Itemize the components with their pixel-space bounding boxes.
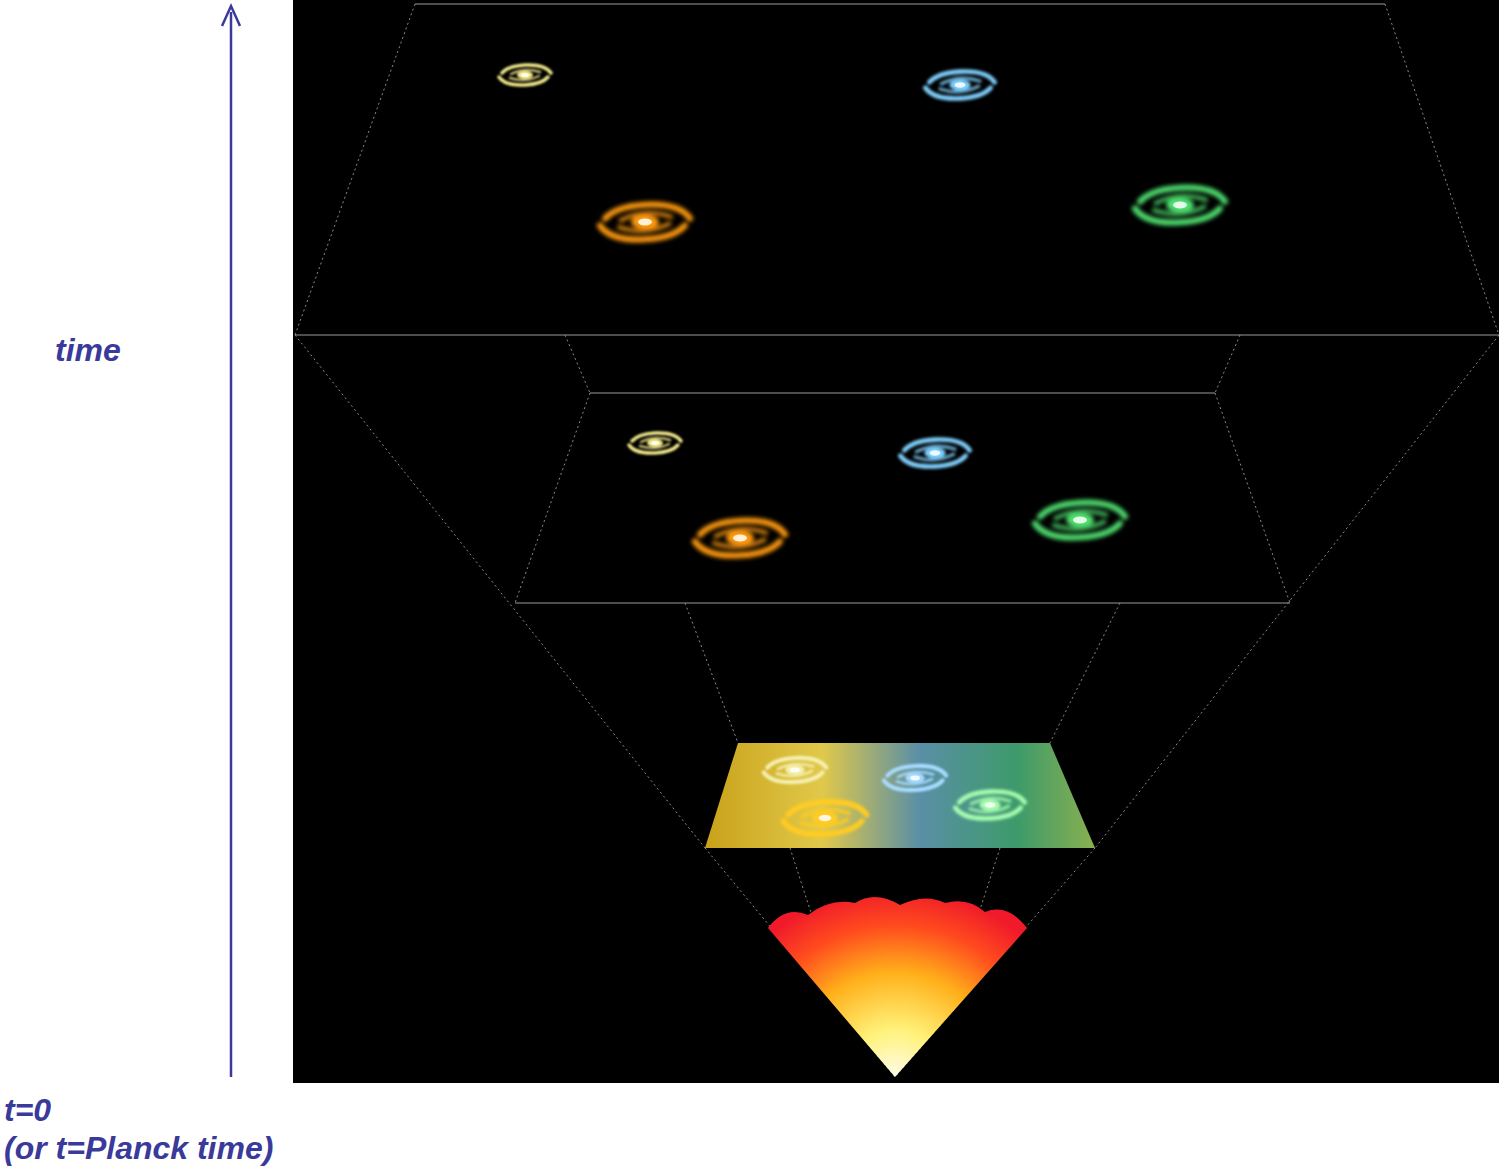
origin-label: (or t=Planck time): [4, 1131, 273, 1166]
origin-label: t=0: [4, 1093, 51, 1128]
axis-label: time: [55, 333, 121, 368]
